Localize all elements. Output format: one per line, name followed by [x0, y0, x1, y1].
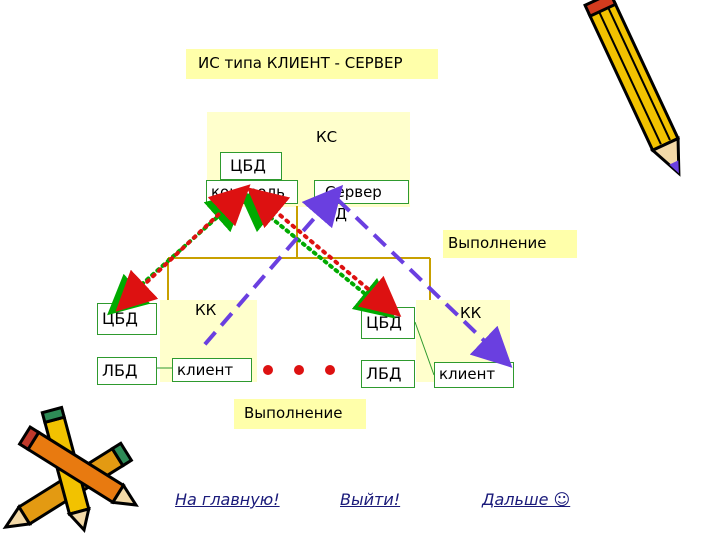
- box-connectors: [157, 321, 435, 376]
- red-dotted-arrow-right: [246, 187, 402, 317]
- execution-label-right: Выполнение: [443, 230, 577, 258]
- diagram-title: ИС типа КЛИЕНТ - СЕРВЕР: [186, 49, 438, 79]
- left-client-box: клиент: [172, 358, 252, 382]
- right-kk-label: КК: [460, 304, 482, 322]
- red-dotted-arrow-left: [115, 184, 251, 312]
- purple-dashed-arrow-left: [198, 184, 344, 352]
- right-lbd-box: ЛБД: [361, 360, 415, 388]
- left-lbd-box: ЛБД: [97, 357, 157, 385]
- purple-dashed-arrow-right: [336, 198, 513, 368]
- server-cbd-box: ЦБД: [220, 152, 282, 180]
- ellipsis-dots: [263, 365, 335, 375]
- server-label: КС: [316, 128, 338, 146]
- execution-label-bottom: Выполнение: [234, 399, 366, 429]
- next-link[interactable]: Дальше ☺: [482, 490, 571, 509]
- exit-link[interactable]: Выйти!: [340, 490, 401, 509]
- home-link[interactable]: На главную!: [175, 490, 280, 509]
